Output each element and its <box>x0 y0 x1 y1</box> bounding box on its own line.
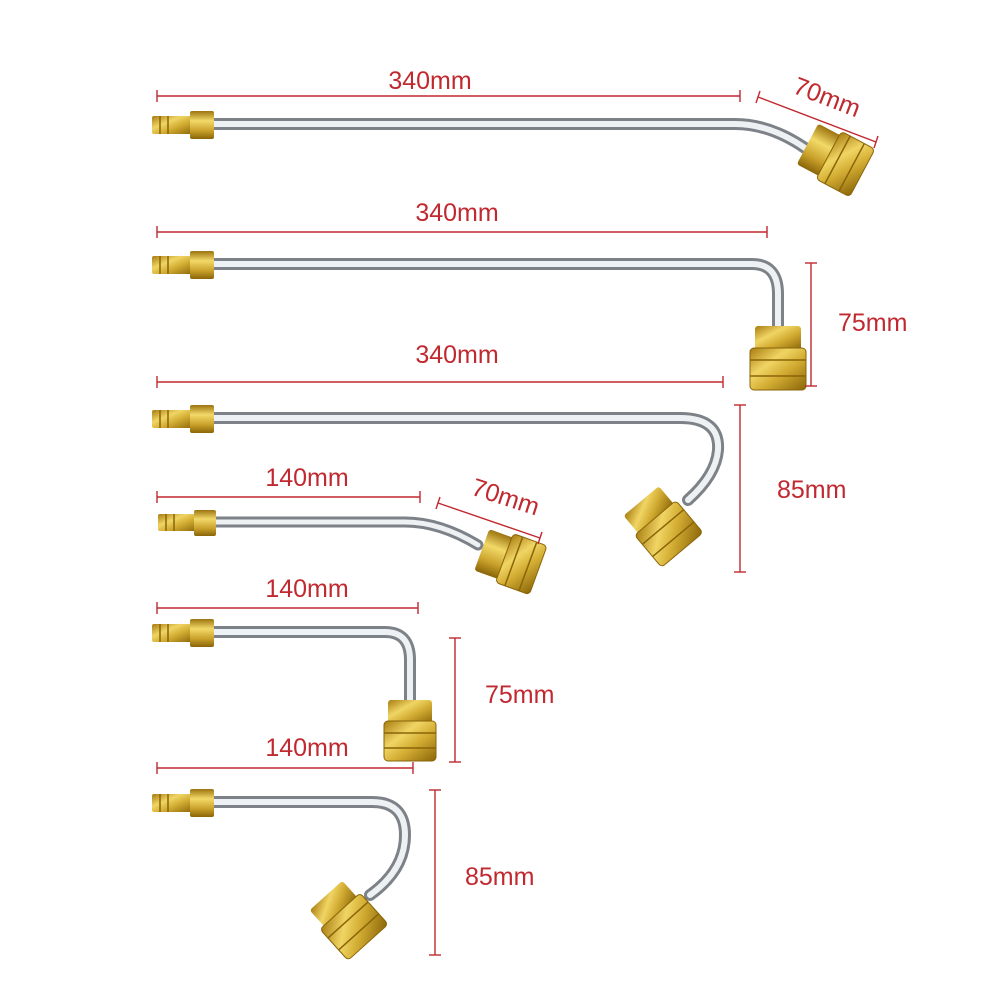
wand-5-bend-dimension: 75mm <box>449 637 554 763</box>
wand-1-length-label: 340mm <box>388 67 471 95</box>
wand-6-length-label: 140mm <box>265 734 348 762</box>
wand-1-socket <box>797 124 875 196</box>
wand-4-length-label: 140mm <box>265 464 348 492</box>
wand-5-tube <box>199 626 416 706</box>
wand-3-length-label: 340mm <box>415 341 498 369</box>
wand-2: 340mm 75mm <box>152 199 907 391</box>
wand-2-quick-plug <box>152 251 214 279</box>
wand-2-bend-dimension: 75mm <box>805 262 907 387</box>
wand-5-quick-plug <box>152 619 214 647</box>
wand-3: 340mm 85mm <box>152 341 846 573</box>
wand-3-socket <box>624 487 702 567</box>
wand-4-socket <box>475 529 547 595</box>
wand-3-bend-dimension: 85mm <box>734 404 846 573</box>
wand-1-quick-plug <box>152 111 214 139</box>
wand-4-length-dimension: 140mm <box>156 464 421 503</box>
wand-1-bend-label: 70mm <box>789 72 864 123</box>
wand-5-length-dimension: 140mm <box>156 575 419 614</box>
wand-2-bend-label: 75mm <box>838 309 907 337</box>
wand-1-length-dimension: 340mm <box>156 67 741 102</box>
wand-2-length-label: 340mm <box>415 199 498 227</box>
wand-6-bend-label: 85mm <box>465 863 534 891</box>
wand-5: 140mm 75mm <box>152 575 554 763</box>
wand-4-bend-label: 70mm <box>468 473 543 521</box>
wand-6-quick-plug <box>152 789 214 817</box>
wand-5-bend-label: 75mm <box>485 681 554 709</box>
wand-3-quick-plug <box>152 405 214 433</box>
wand-5-length-label: 140mm <box>265 575 348 603</box>
wand-6-tube <box>199 796 412 901</box>
wand-6-bend-dimension: 85mm <box>429 789 534 956</box>
wand-4: 140mm 70mm <box>156 464 547 595</box>
wand-2-socket <box>749 326 807 391</box>
wand-6: 140mm 85mm <box>152 734 534 960</box>
wand-3-length-dimension: 340mm <box>156 341 724 388</box>
wand-5-socket <box>383 700 437 762</box>
wand-2-length-dimension: 340mm <box>156 199 768 238</box>
wand-4-quick-plug <box>158 510 216 536</box>
wand-6-socket <box>310 881 387 960</box>
wand-1: 340mm 70mm <box>152 67 879 196</box>
wand-2-tube <box>199 258 784 334</box>
wand-3-bend-label: 85mm <box>777 476 846 504</box>
wand-6-length-dimension: 140mm <box>156 734 414 774</box>
wand-1-tube <box>199 118 811 154</box>
